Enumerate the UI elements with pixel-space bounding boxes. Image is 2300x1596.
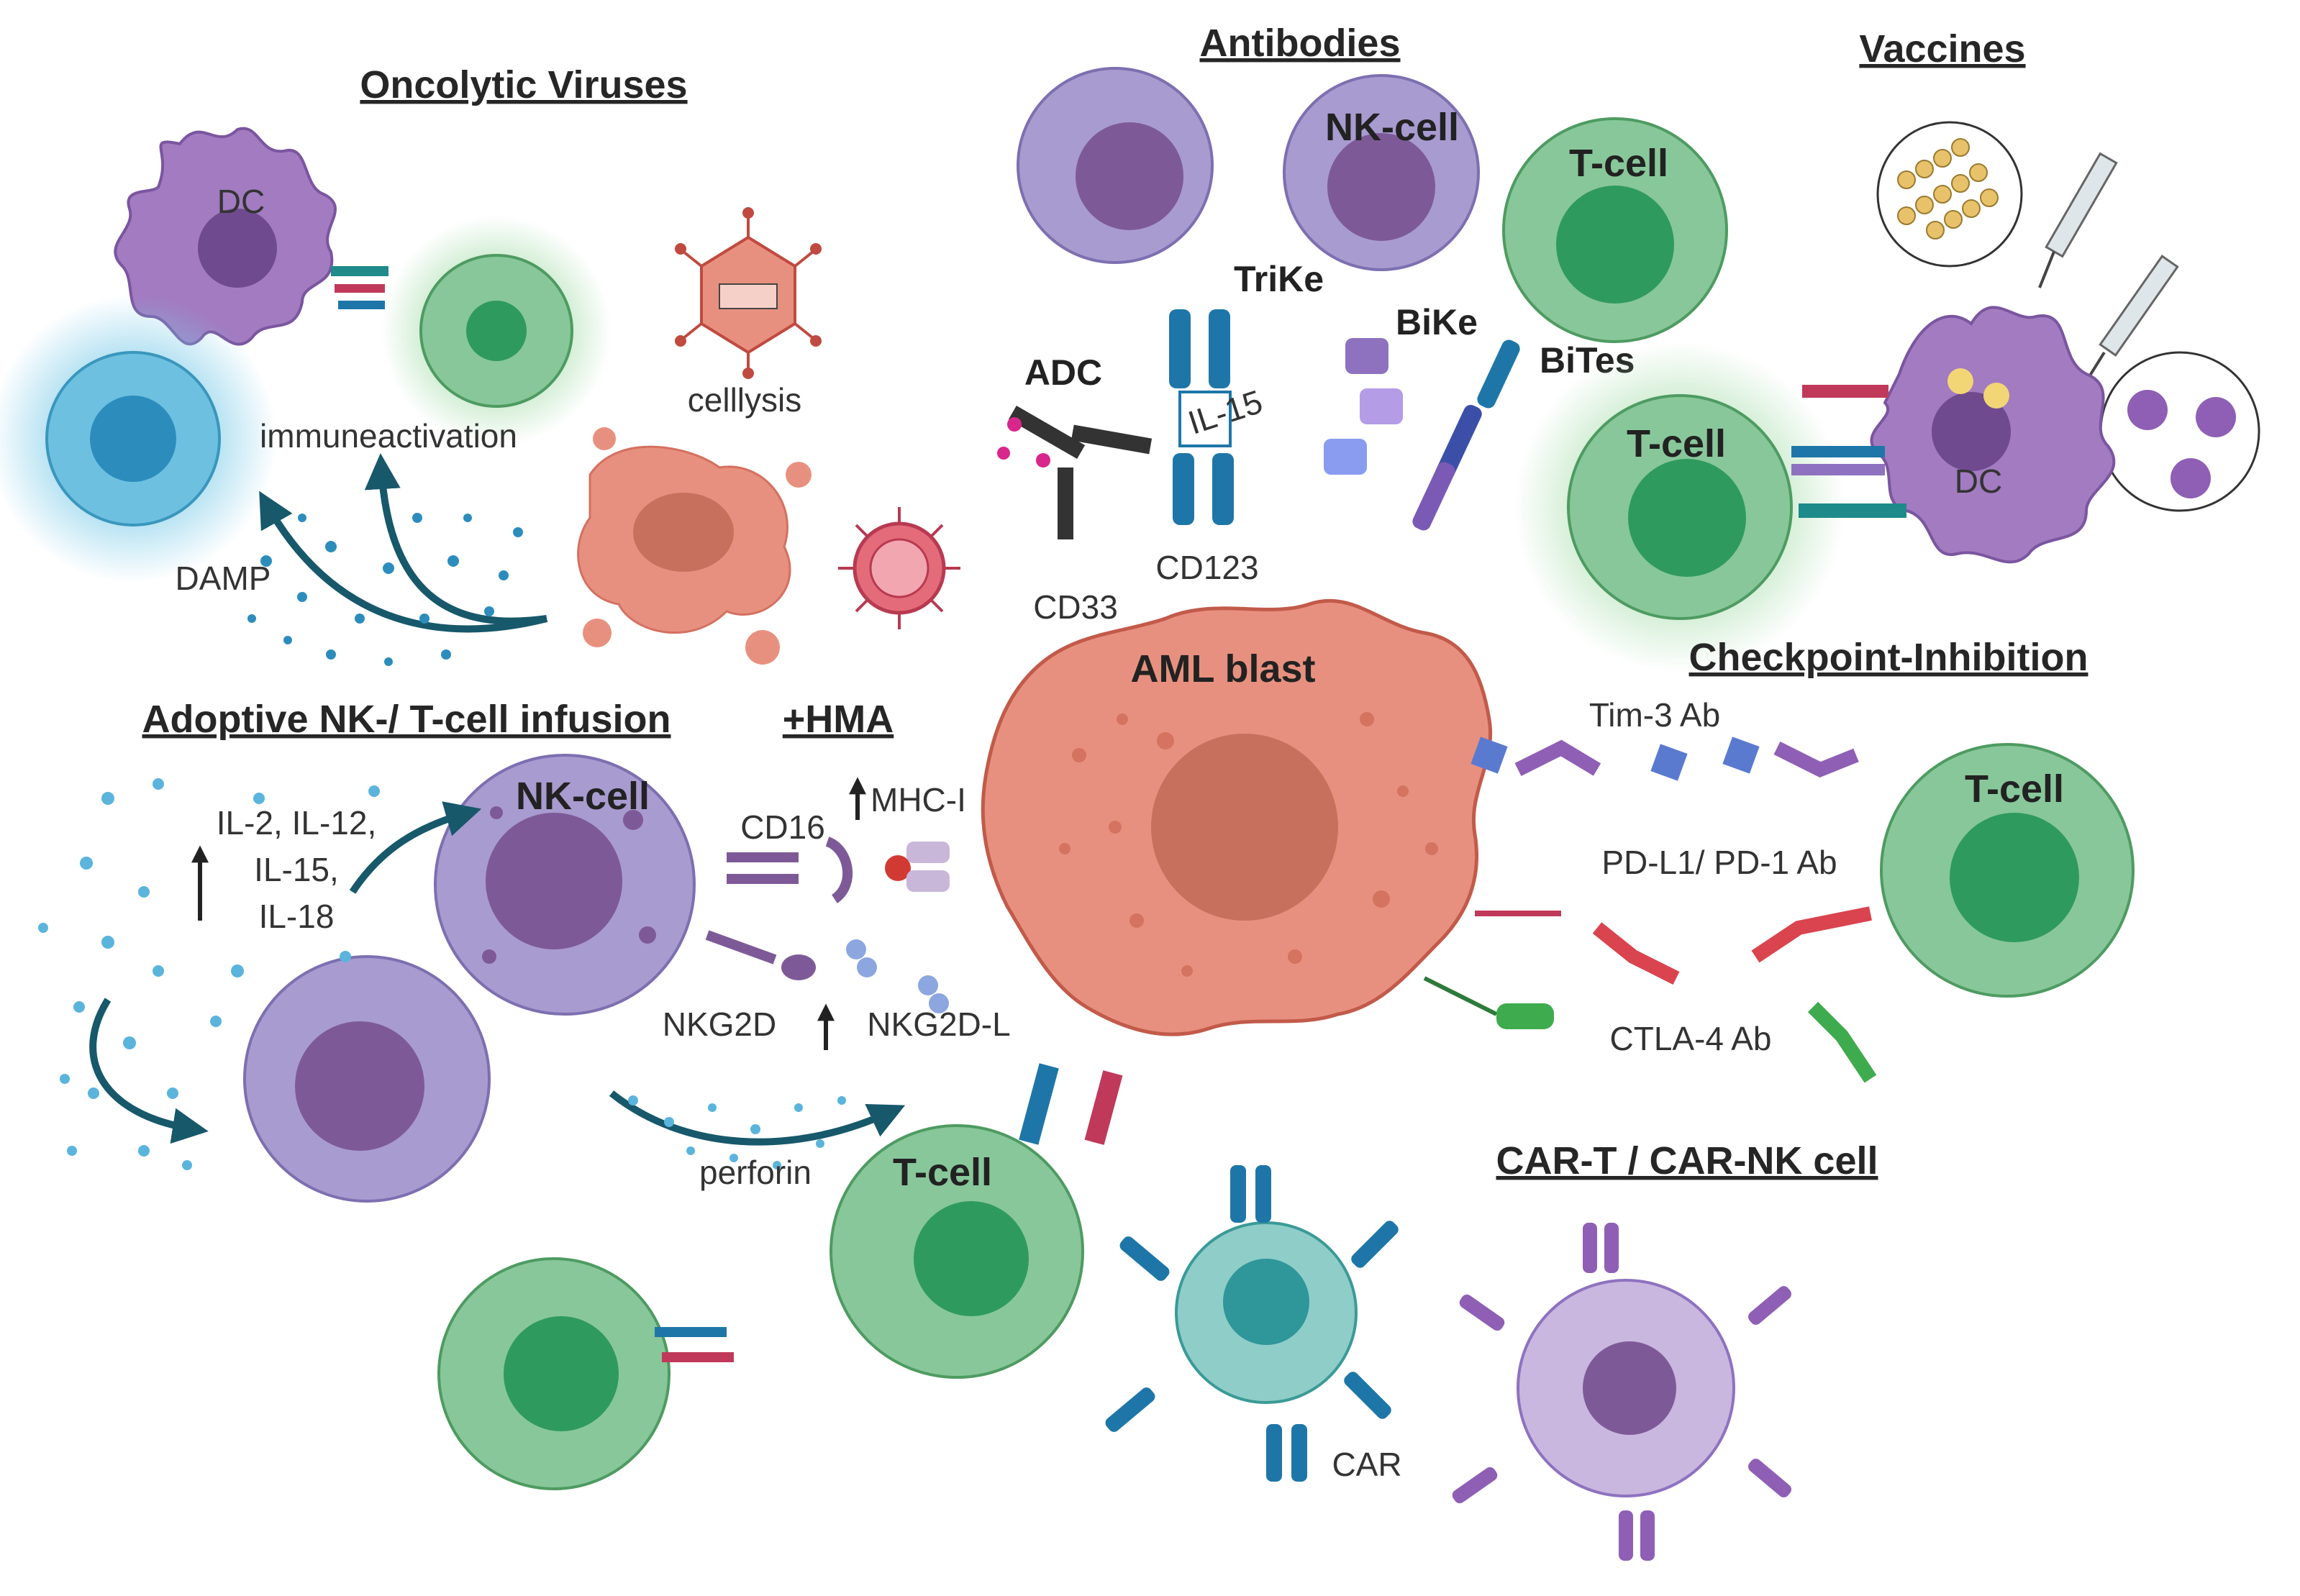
bike-construct	[1324, 338, 1403, 475]
dendritic-cell-vaccine: DC	[1870, 306, 2116, 564]
dendritic-cell-top: DC	[114, 127, 337, 346]
header-vaccines: Vaccines	[1859, 27, 2025, 70]
t-cell-lower-middle: T-cell	[829, 1124, 1084, 1379]
lysed-cell-icon	[577, 427, 812, 665]
car-nk-cell	[1452, 1223, 1791, 1561]
damp-particles	[247, 513, 523, 666]
trike-label: TriKe	[1234, 259, 1324, 299]
nk-cell-antibodies-left	[1017, 67, 1214, 264]
t-cell-label-lower: T-cell	[893, 1151, 992, 1194]
header-adoptive-infusion: Adoptive NK-/ T-cell infusion	[142, 698, 671, 741]
nk-cell-label-adoptive: NK-cell	[516, 775, 650, 818]
ctla4-antibody	[1423, 976, 1877, 1083]
mhc-molecule	[885, 842, 950, 892]
header-hma: +HMA	[783, 698, 894, 741]
damp-arrow-1	[259, 491, 548, 633]
virus-round-icon	[838, 507, 960, 629]
tcell-aml-receptor	[1019, 1063, 1123, 1145]
tcell-dc-synapse	[1791, 385, 1906, 518]
cd16-receptor	[727, 836, 853, 903]
perforin-label: perforin	[699, 1154, 812, 1191]
t-cell-bottom-left	[437, 1257, 734, 1490]
cytokine-line-2: IL-15,	[254, 851, 339, 888]
aml-blast-cell: AML blast	[981, 598, 1493, 1036]
cd33-label: CD33	[1033, 588, 1118, 626]
cytokine-line-1: IL-2, IL-12,	[217, 804, 376, 842]
car-t-cell: CAR	[1105, 1165, 1402, 1483]
t-cell-label-vaccine: T-cell	[1627, 422, 1726, 465]
header-checkpoint-inhibition: Checkpoint-Inhibition	[1689, 636, 2088, 679]
cytokine-to-nk-arrow	[349, 801, 482, 894]
header-antibodies: Antibodies	[1200, 22, 1401, 65]
nk-cell-infusion-lower	[243, 955, 491, 1203]
nkg2d-ligand	[846, 939, 949, 1013]
cd16-label: CD16	[740, 808, 825, 846]
infusion-curve-arrow	[89, 998, 209, 1144]
peptide-vaccine-bubble	[1876, 121, 2023, 268]
header-car-t-car-nk: CAR-T / CAR-NK cell	[1496, 1139, 1878, 1182]
nkg2d-receptor	[705, 930, 816, 980]
pdl1-pd1-ab-label: PD-L1/ PD-1 Ab	[1601, 844, 1837, 881]
car-label: CAR	[1332, 1446, 1401, 1483]
dc-label-vaccine: DC	[1955, 462, 2002, 500]
nk-cell-label-top: NK-cell	[1325, 106, 1459, 149]
bites-construct	[1412, 339, 1520, 531]
dc-vaccine-bubble	[2099, 351, 2260, 512]
immune-activation-label: immuneactivation	[260, 417, 517, 455]
mhc-label: MHC-I	[871, 781, 966, 818]
tim3-antibody	[1471, 737, 1859, 781]
oncolytic-virus-icon	[675, 207, 822, 379]
header-oncolytic-viruses: Oncolytic Viruses	[360, 63, 687, 106]
celllysis-label: celllysis	[688, 381, 801, 419]
pdl1-pd1-antibody	[1475, 906, 1872, 985]
cytokine-line-3: IL-18	[259, 898, 335, 935]
t-cell-label-checkpoint: T-cell	[1965, 767, 2064, 811]
adc-label: ADC	[1024, 352, 1102, 393]
nk-cell-antibodies-right: NK-cell	[1283, 74, 1480, 271]
t-cell-label-bites: T-cell	[1569, 142, 1668, 185]
aml-blast-label: AML blast	[1130, 647, 1315, 690]
nkg2dl-label: NKG2D-L	[867, 1006, 1010, 1043]
nkg2d-label: NKG2D	[663, 1006, 776, 1043]
cytokine-particles	[38, 778, 380, 1170]
t-cell-bites: T-cell	[1502, 117, 1728, 343]
bike-label: BiKe	[1396, 302, 1478, 342]
t-cell-oncolytic	[381, 216, 612, 446]
dc-tcell-synapse	[331, 266, 388, 309]
activated-blue-cell	[0, 295, 277, 583]
adc-construct	[997, 405, 1153, 539]
damp-label: DAMP	[176, 560, 271, 597]
dc-label-top: DC	[217, 183, 265, 220]
ctla4-ab-label: CTLA-4 Ab	[1610, 1020, 1772, 1057]
trike-construct: IL-15	[1169, 309, 1267, 525]
t-cell-checkpoint: T-cell	[1880, 743, 2135, 998]
cytokine-label: IL-2, IL-12, IL-15, IL-18	[217, 804, 376, 935]
syringe-icon-upper	[2038, 152, 2118, 288]
cd123-label: CD123	[1155, 549, 1258, 586]
perforin-arrow	[609, 1090, 906, 1146]
t-cell-vaccine: T-cell	[1514, 342, 1845, 672]
nk-cell-adoptive: NK-cell	[434, 754, 696, 1016]
tim3-ab-label: Tim-3 Ab	[1589, 696, 1720, 734]
damp-arrow-2	[364, 453, 547, 625]
